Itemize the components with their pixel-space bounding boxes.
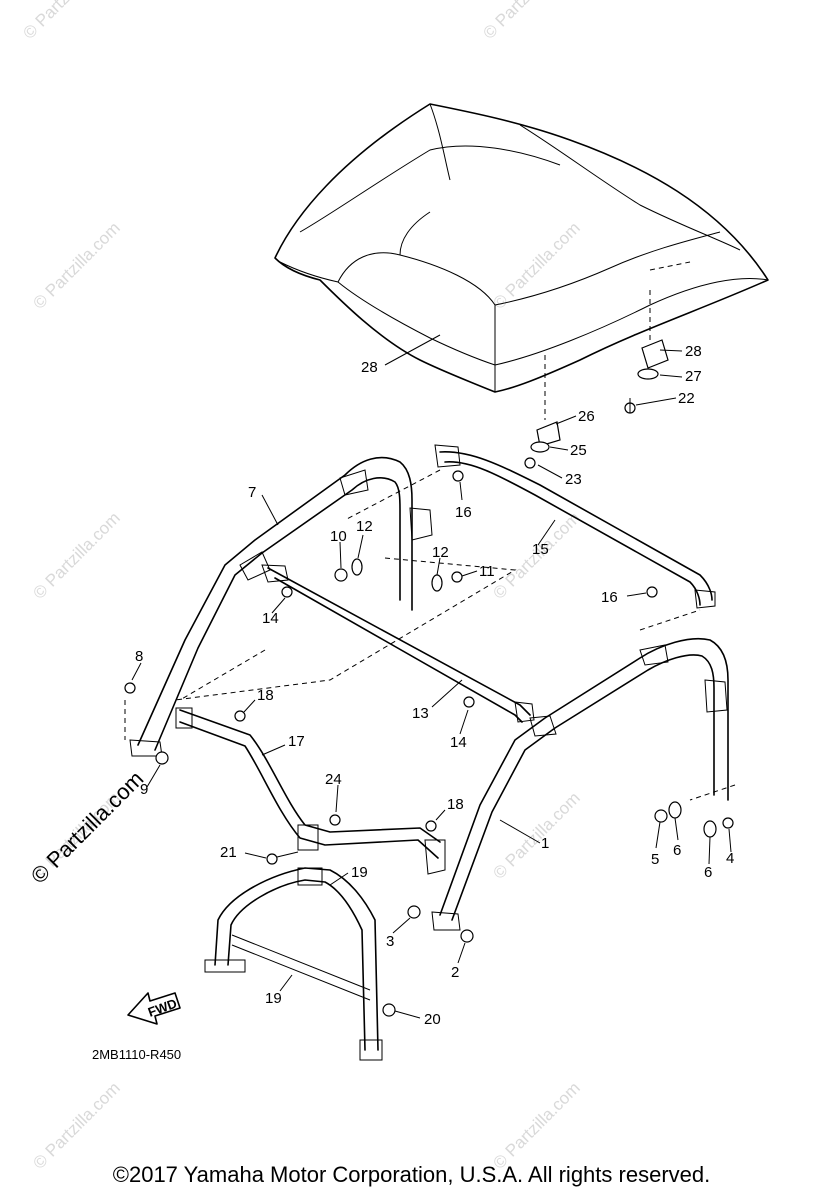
callout-17: 17	[288, 733, 305, 750]
callout-16: 16	[455, 504, 472, 521]
watermark: © Partzilla.com	[29, 218, 123, 312]
callout-19: 19	[265, 990, 282, 1007]
bolt-4	[722, 817, 734, 829]
callout-18: 18	[257, 687, 274, 704]
side-watermark: © Partzilla.com	[26, 766, 149, 889]
callout-3: 3	[386, 933, 394, 950]
callout-20: 20	[424, 1011, 441, 1028]
bolt-18-left	[234, 710, 246, 722]
diagram-code: 2MB1110-R450	[92, 1047, 181, 1062]
copyright-footer: ©2017 Yamaha Motor Corporation, U.S.A. A…	[112, 1162, 711, 1187]
watermark: © Partzilla.com	[479, 0, 573, 43]
roll-bar-left	[129, 456, 433, 757]
callout-12: 12	[356, 518, 373, 535]
roof-panel	[274, 103, 769, 420]
callout-25: 26	[578, 408, 595, 425]
callout-13: 13	[412, 705, 429, 722]
callout-14: 14	[262, 610, 279, 627]
callout-28: 23	[565, 471, 582, 488]
callout-labels: 28 28 27 22 26 25 23 16 7 15 16 10 12 12…	[135, 343, 734, 1028]
callout-6: 6	[704, 864, 712, 881]
watermark: © Partzilla.com	[29, 508, 123, 602]
callout-18: 18	[447, 796, 464, 813]
callout-23: 28	[361, 359, 378, 376]
bolt-18-right	[425, 820, 437, 832]
crossbar-rear	[434, 444, 716, 609]
callout-6: 6	[673, 842, 681, 859]
callout-1: 1	[541, 835, 549, 852]
watermark: © Partzilla.com	[489, 788, 583, 882]
bolt-20	[382, 1003, 396, 1017]
bolt-28-upper	[624, 398, 636, 414]
washer-12-left	[351, 558, 363, 576]
bolt-10	[451, 571, 463, 583]
bolt-28-lower	[524, 457, 536, 469]
callout-8: 8	[135, 648, 143, 665]
callout-2: 2	[451, 964, 459, 981]
nut-9	[155, 751, 169, 765]
callout-26: 27	[685, 368, 702, 385]
washer-3	[407, 905, 421, 919]
washer-6-left	[668, 801, 682, 819]
washer-12-right	[431, 574, 443, 592]
fwd-label: FWD	[146, 996, 179, 1020]
callout-10: 11	[479, 563, 495, 580]
reference-lines	[124, 469, 736, 801]
callout-4: 4	[726, 850, 734, 867]
washer-26	[637, 368, 659, 380]
front-bar	[175, 707, 446, 875]
callout-22: 24	[325, 771, 342, 788]
callout-24: 25	[570, 442, 587, 459]
washer-24	[530, 441, 550, 453]
bolt-16-upper	[452, 470, 464, 482]
forward-direction-arrow: FWD	[127, 992, 181, 1025]
callout-7: 7	[248, 484, 256, 501]
bolt-22	[329, 814, 341, 826]
callout-15: 15	[532, 541, 549, 558]
callout-14: 14	[450, 734, 467, 751]
watermark: © Partzilla.com	[29, 1078, 123, 1172]
callout-27: 28	[685, 343, 702, 360]
callout-16: 16	[601, 589, 618, 606]
washer-6-right	[703, 820, 717, 838]
watermark: © Partzilla.com	[489, 1078, 583, 1172]
callout-9: 9	[140, 781, 148, 798]
crossbar-center	[261, 564, 535, 723]
bolt-14-left	[281, 586, 293, 598]
nut-11	[334, 568, 348, 582]
fasteners	[124, 339, 734, 1017]
bracket-25	[536, 421, 561, 447]
callout-21: 21	[220, 844, 237, 861]
callout-5: 5	[651, 851, 659, 868]
bolt-2	[460, 929, 474, 943]
roll-bar-right	[431, 637, 729, 931]
leader-lines	[131, 334, 732, 1019]
bracket-27	[641, 339, 669, 369]
callout-19: 19	[351, 864, 368, 881]
nut-5	[654, 809, 668, 823]
callout-28: 22	[678, 390, 695, 407]
callout-11: 10	[330, 528, 347, 545]
bolt-16-right	[646, 586, 658, 598]
watermark: © Partzilla.com	[489, 218, 583, 312]
watermark: © Partzilla.com	[19, 0, 113, 43]
bolt-21	[266, 851, 299, 865]
lower-frame	[204, 867, 383, 1061]
bolt-14-center	[463, 696, 475, 708]
callout-12: 12	[432, 544, 449, 561]
bolt-8	[124, 682, 136, 694]
